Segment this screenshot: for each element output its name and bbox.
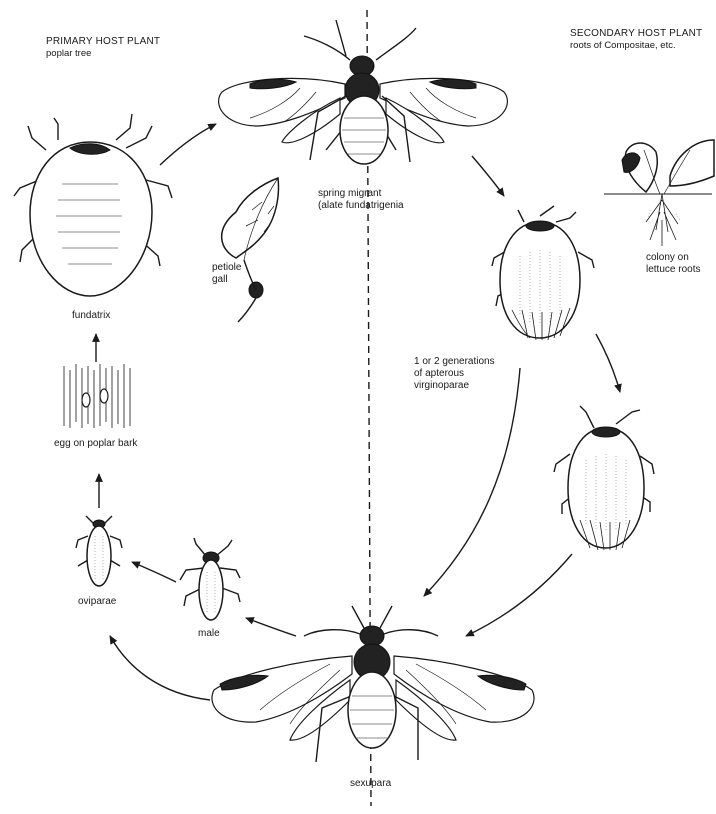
petiole-line-2: gall <box>212 274 241 286</box>
male-label: male <box>198 628 220 640</box>
arrow-virginopara-to-sexupara <box>466 554 572 636</box>
petiole-gall-illustration <box>222 178 279 322</box>
colony-line-2: lettuce roots <box>646 264 700 276</box>
spring-migrant-line-2: (alate fundatrigenia <box>318 200 404 212</box>
primary-host-title: PRIMARY HOST PLANT <box>46 36 160 48</box>
spring-migrant-line-1: spring migrant <box>318 188 404 200</box>
arrow-migrant-to-secondary <box>472 156 504 196</box>
secondary-host-subtitle: roots of Compositae, etc. <box>570 40 702 52</box>
spring-migrant-illustration <box>219 20 508 164</box>
generations-line-3: virginoparae <box>414 380 495 392</box>
arrow-fundatrix-to-migrant <box>160 124 216 165</box>
egg-on-bark-illustration <box>62 364 134 428</box>
fundatrix-label: fundatrix <box>72 310 110 322</box>
colony-label: colony on lettuce roots <box>646 252 700 276</box>
apterous-virginopara-2-illustration <box>554 406 654 550</box>
sexupara-label: sexupara <box>350 778 391 790</box>
arrow-apterous-to-sexupara <box>424 368 520 596</box>
colony-line-1: colony on <box>646 252 700 264</box>
arrow-sexupara-to-oviparae <box>110 636 210 700</box>
sexupara-illustration <box>212 606 534 762</box>
primary-host-subtitle: poplar tree <box>46 48 160 60</box>
arrow-secondary-down <box>596 334 620 392</box>
egg-label: egg on poplar bark <box>54 438 137 450</box>
generations-line-1: 1 or 2 generations <box>414 356 495 368</box>
secondary-host-heading: SECONDARY HOST PLANT roots of Compositae… <box>570 28 702 52</box>
oviparae-label: oviparae <box>78 596 116 608</box>
petiole-line-1: petiole <box>212 262 241 274</box>
male-illustration <box>180 538 240 620</box>
arrow-sexupara-to-male <box>246 618 296 636</box>
ovipara-illustration <box>76 516 122 586</box>
generations-line-2: of apterous <box>414 368 495 380</box>
arrow-male-to-oviparae <box>132 562 176 582</box>
lettuce-colony-illustration <box>604 140 714 246</box>
petiole-gall-label: petiole gall <box>212 262 241 286</box>
apterous-virginopara-1-illustration <box>492 206 594 340</box>
primary-host-heading: PRIMARY HOST PLANT poplar tree <box>46 36 160 60</box>
spring-migrant-label: spring migrant (alate fundatrigenia <box>318 188 404 212</box>
generations-label: 1 or 2 generations of apterous virginopa… <box>414 356 495 392</box>
fundatrix-illustration <box>14 114 172 296</box>
secondary-host-title: SECONDARY HOST PLANT <box>570 28 702 40</box>
